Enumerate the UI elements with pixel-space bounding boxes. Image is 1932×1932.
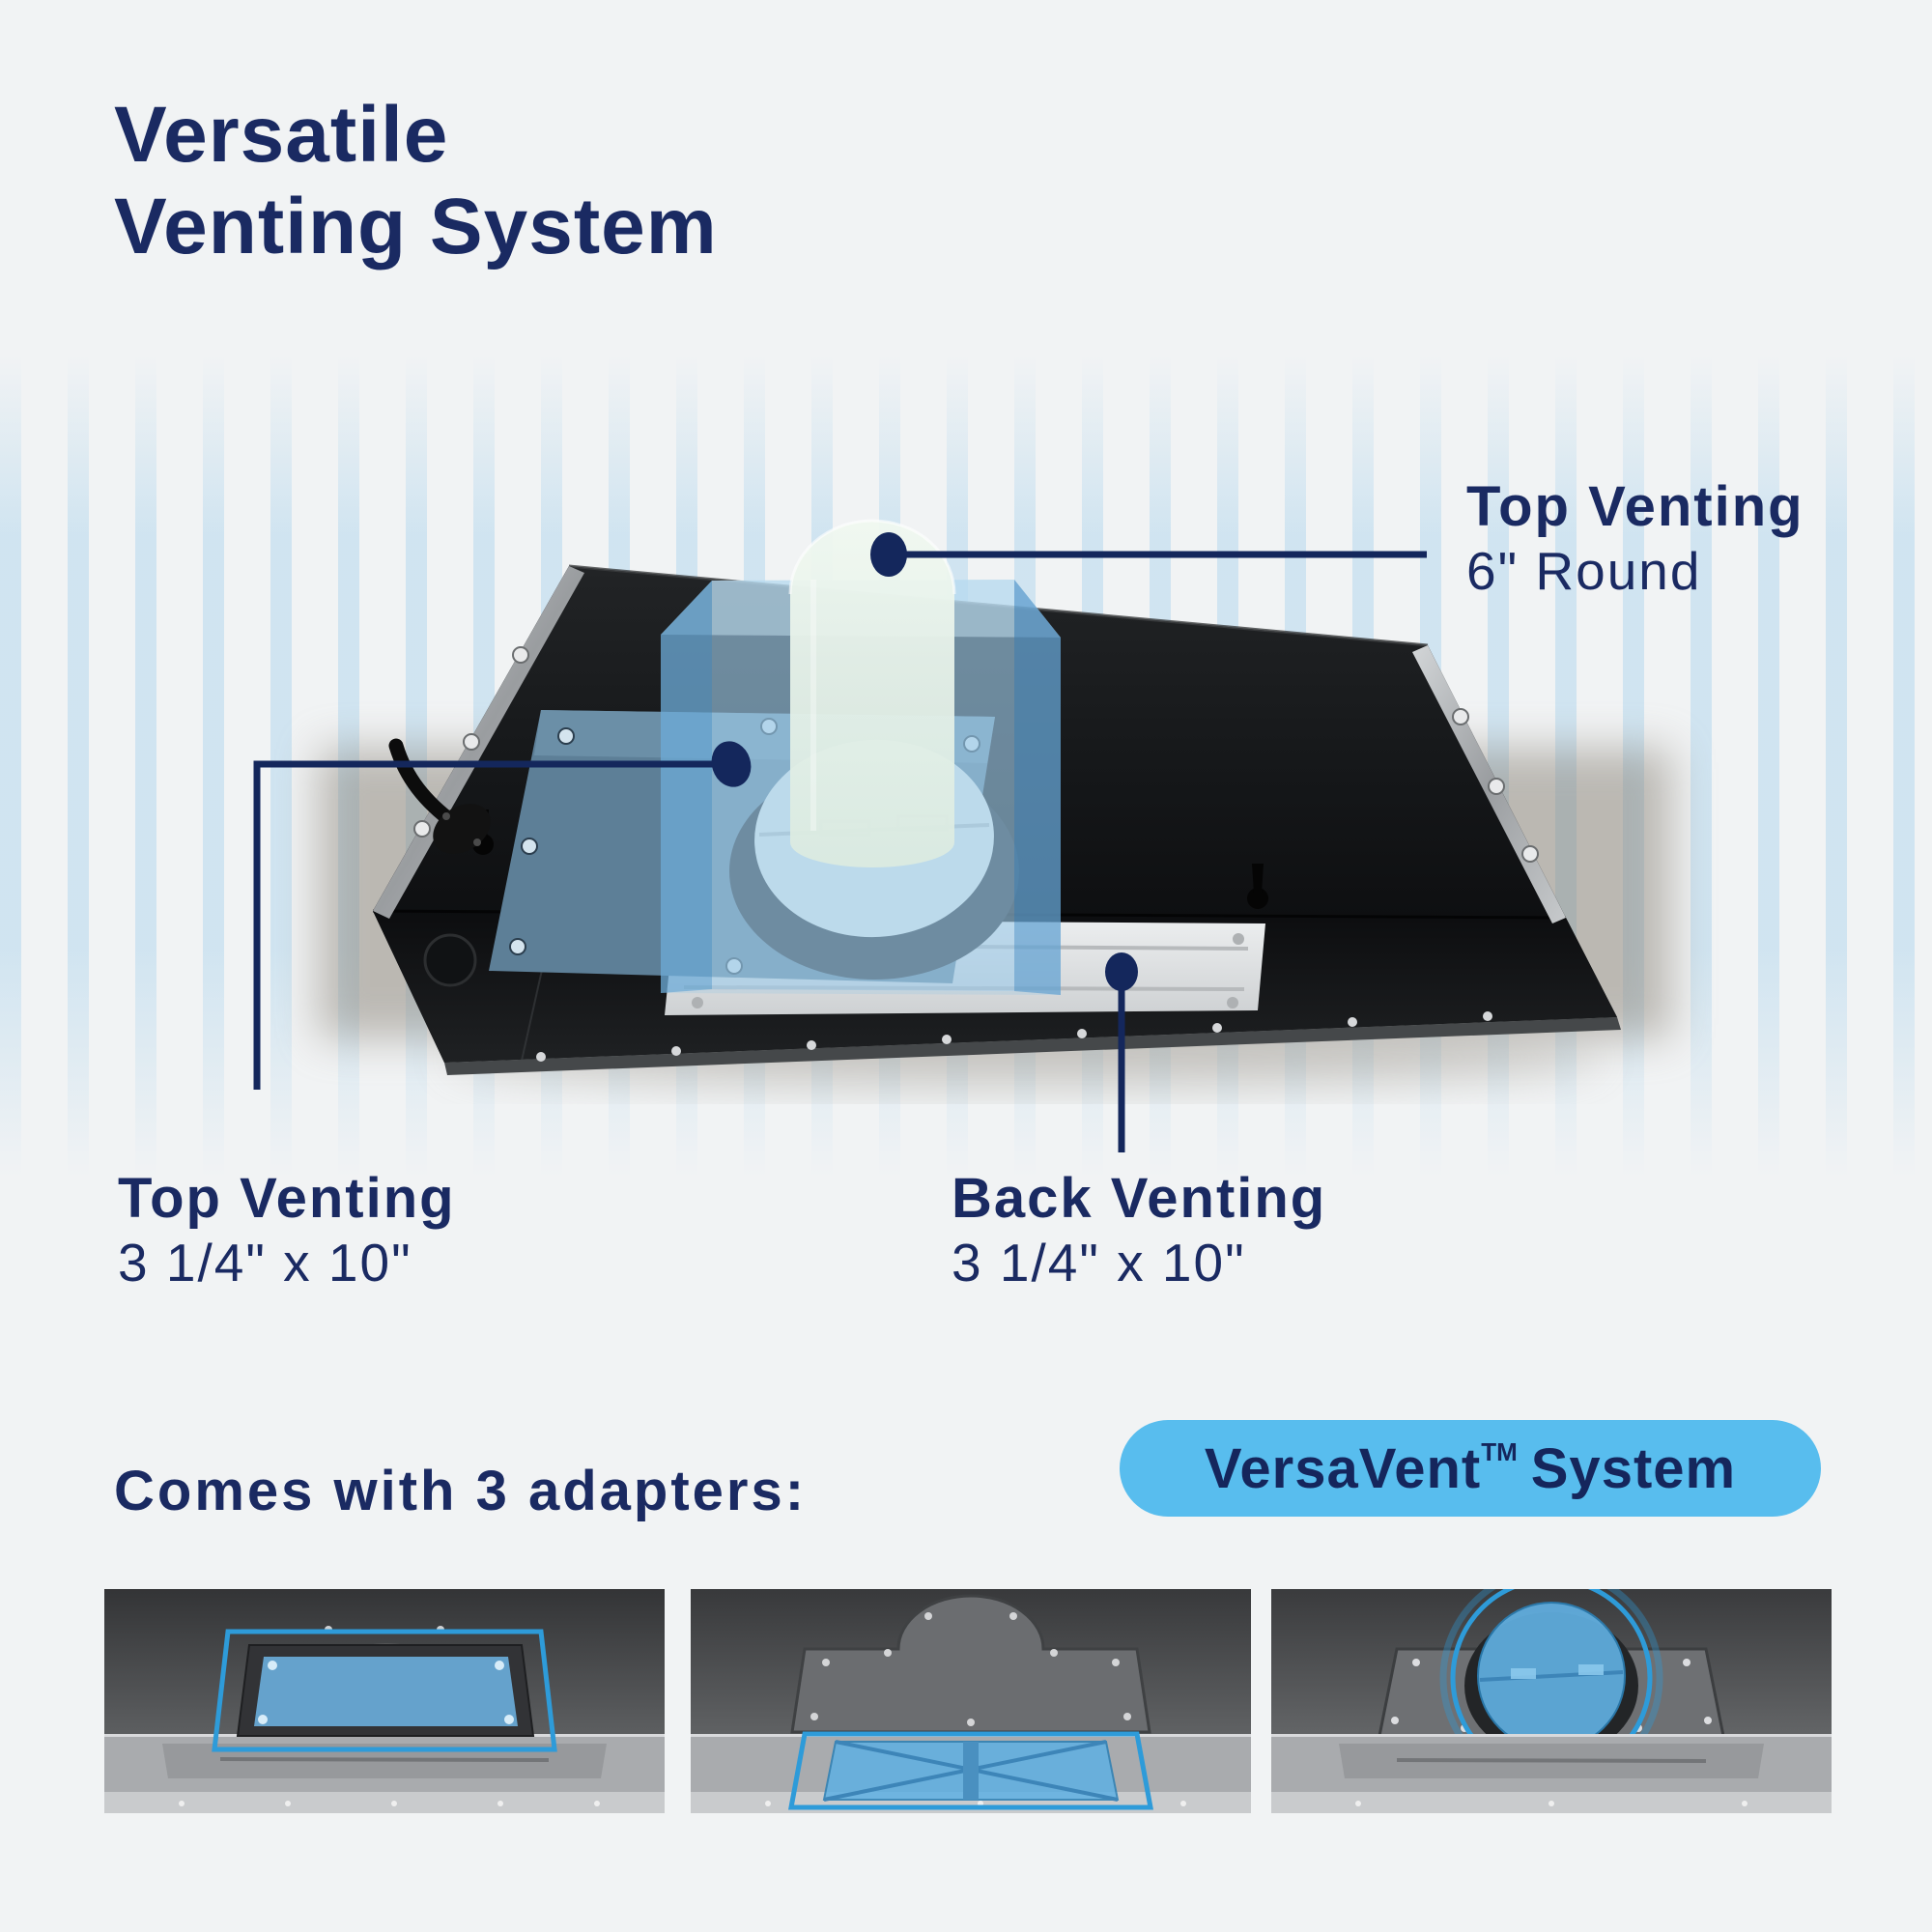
trademark-symbol: TM [1481, 1436, 1518, 1466]
callout-lines [253, 551, 1427, 1152]
label-top-venting-rect: Top Venting 3 1/4" x 10" [118, 1171, 456, 1290]
callout-dot-back [1105, 952, 1138, 991]
versavent-suffix: System [1530, 1436, 1737, 1500]
versavent-system-badge: VersaVentTM System [1120, 1420, 1821, 1517]
adapter-thumbnail-top-rect-image [104, 1589, 665, 1813]
adapter-thumbnail-round [1271, 1589, 1832, 1813]
label-top-venting-rect-title: Top Venting [118, 1167, 456, 1230]
left-bevel-edge [373, 566, 584, 919]
label-top-venting-round: Top Venting 6" Round [1466, 479, 1804, 598]
page-title-line2: Venting System [114, 183, 718, 271]
power-cord [388, 738, 491, 854]
label-top-venting-round-title: Top Venting [1466, 475, 1804, 538]
adapter-thumbnail-back-rect-image [691, 1589, 1251, 1813]
label-back-venting-title: Back Venting [952, 1167, 1327, 1230]
label-back-venting-size: 3 1/4" x 10" [952, 1233, 1246, 1293]
side-knockout [423, 933, 477, 987]
label-top-venting-round-size: 6" Round [1466, 541, 1702, 601]
page-title: Versatile Venting System [114, 89, 718, 272]
callout-dot-top-rect [711, 741, 752, 787]
right-bevel-edge [1412, 645, 1566, 923]
flange-screws [536, 1011, 1492, 1062]
versavent-brand: VersaVent [1204, 1436, 1482, 1500]
label-top-venting-rect-size: 3 1/4" x 10" [118, 1233, 412, 1293]
callout-line-top-rect [253, 760, 723, 1090]
label-back-venting: Back Venting 3 1/4" x 10" [952, 1171, 1326, 1290]
hood-bottom-flange [444, 1017, 1621, 1075]
adapter-thumbnail-top-rect [104, 1589, 665, 1813]
versavent-badge-text: VersaVentTM System [1205, 1436, 1736, 1501]
callout-dots [711, 532, 1138, 991]
duct-cylinder [788, 519, 956, 867]
callout-dot-top-round [870, 532, 907, 577]
page-title-line1: Versatile [114, 91, 449, 179]
adapters-heading: Comes with 3 adapters: [114, 1460, 808, 1522]
keyhole-slot-right [1247, 864, 1268, 909]
adapter-thumbnail-back-rect [691, 1589, 1251, 1813]
adapter-thumbnail-round-image [1271, 1589, 1832, 1813]
